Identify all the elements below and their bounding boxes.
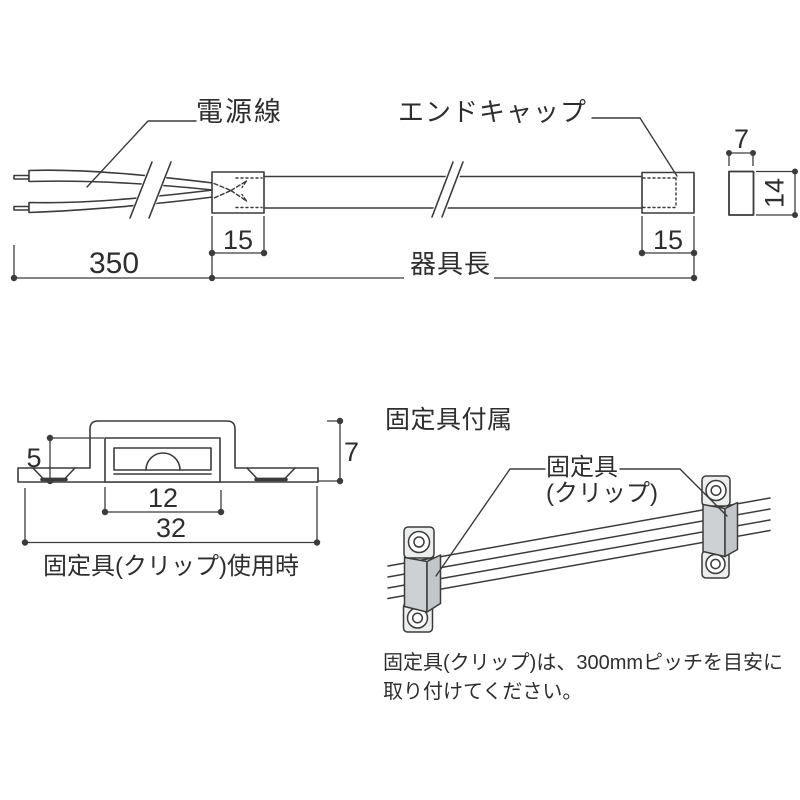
clip-included-heading: 固定具付属 (385, 406, 513, 434)
led-dome (145, 452, 181, 471)
dim-cap-inset-left: 15 (222, 225, 254, 255)
dim-cross-section-width: 7 (733, 124, 750, 154)
wire-tip-upper (13, 174, 30, 180)
mounting-note-line2: 取り付けてください。 (383, 681, 583, 703)
mounting-clip-left (402, 526, 442, 633)
strip-cross-section (104, 437, 221, 483)
dim-cap-inset-right: 15 (652, 225, 684, 255)
clip-label-line2: (クリップ) (546, 480, 658, 507)
mounting-clip-right (701, 475, 739, 579)
lens-area (113, 447, 212, 471)
cable-break-marks (129, 161, 172, 219)
fixture-length-label: 器具長 (407, 249, 495, 280)
end-cap-label: エンドキャップ (398, 97, 588, 127)
fixture-top-view-drawing (13, 117, 755, 220)
clip-usage-caption: 固定具(クリップ)使用時 (43, 553, 299, 580)
strip-isometric-lines (387, 497, 771, 600)
wire-tip-lower (13, 205, 30, 211)
dim-clip-overall-width: 32 (155, 513, 187, 543)
end-cap-leader (591, 117, 678, 177)
mounting-note-line1: 固定具(クリップ)は、300mmピッチを目安に (383, 652, 784, 674)
power-cable-leader (86, 120, 197, 188)
top-view-dimension-lines (13, 152, 796, 281)
end-cross-section-rect (728, 170, 755, 216)
dim-clip-overall-height: 7 (344, 437, 360, 467)
clip-mounting-isometric-drawing (387, 468, 771, 633)
dim-cable-length: 350 (88, 247, 140, 280)
power-cable-label: 電源線 (196, 97, 283, 127)
dim-clip-inner-width: 12 (147, 483, 179, 513)
clip-label-line1: 固定具 (546, 454, 618, 481)
top-view-dimension-dots (10, 150, 798, 282)
cable-entry-box (211, 171, 265, 214)
wire-lower (28, 189, 214, 214)
clip-label-leader-left (435, 468, 546, 577)
wire-upper (28, 169, 214, 191)
dim-clip-inner-height: 5 (26, 443, 42, 473)
clip-cross-section-drawing (17, 420, 319, 483)
clip-section-dimension-dots (21, 417, 344, 546)
clip-label-leader-right (619, 468, 728, 517)
dim-cross-section-height: 14 (759, 177, 790, 209)
end-cap-box (641, 171, 695, 214)
strip-break-marks (431, 161, 464, 218)
